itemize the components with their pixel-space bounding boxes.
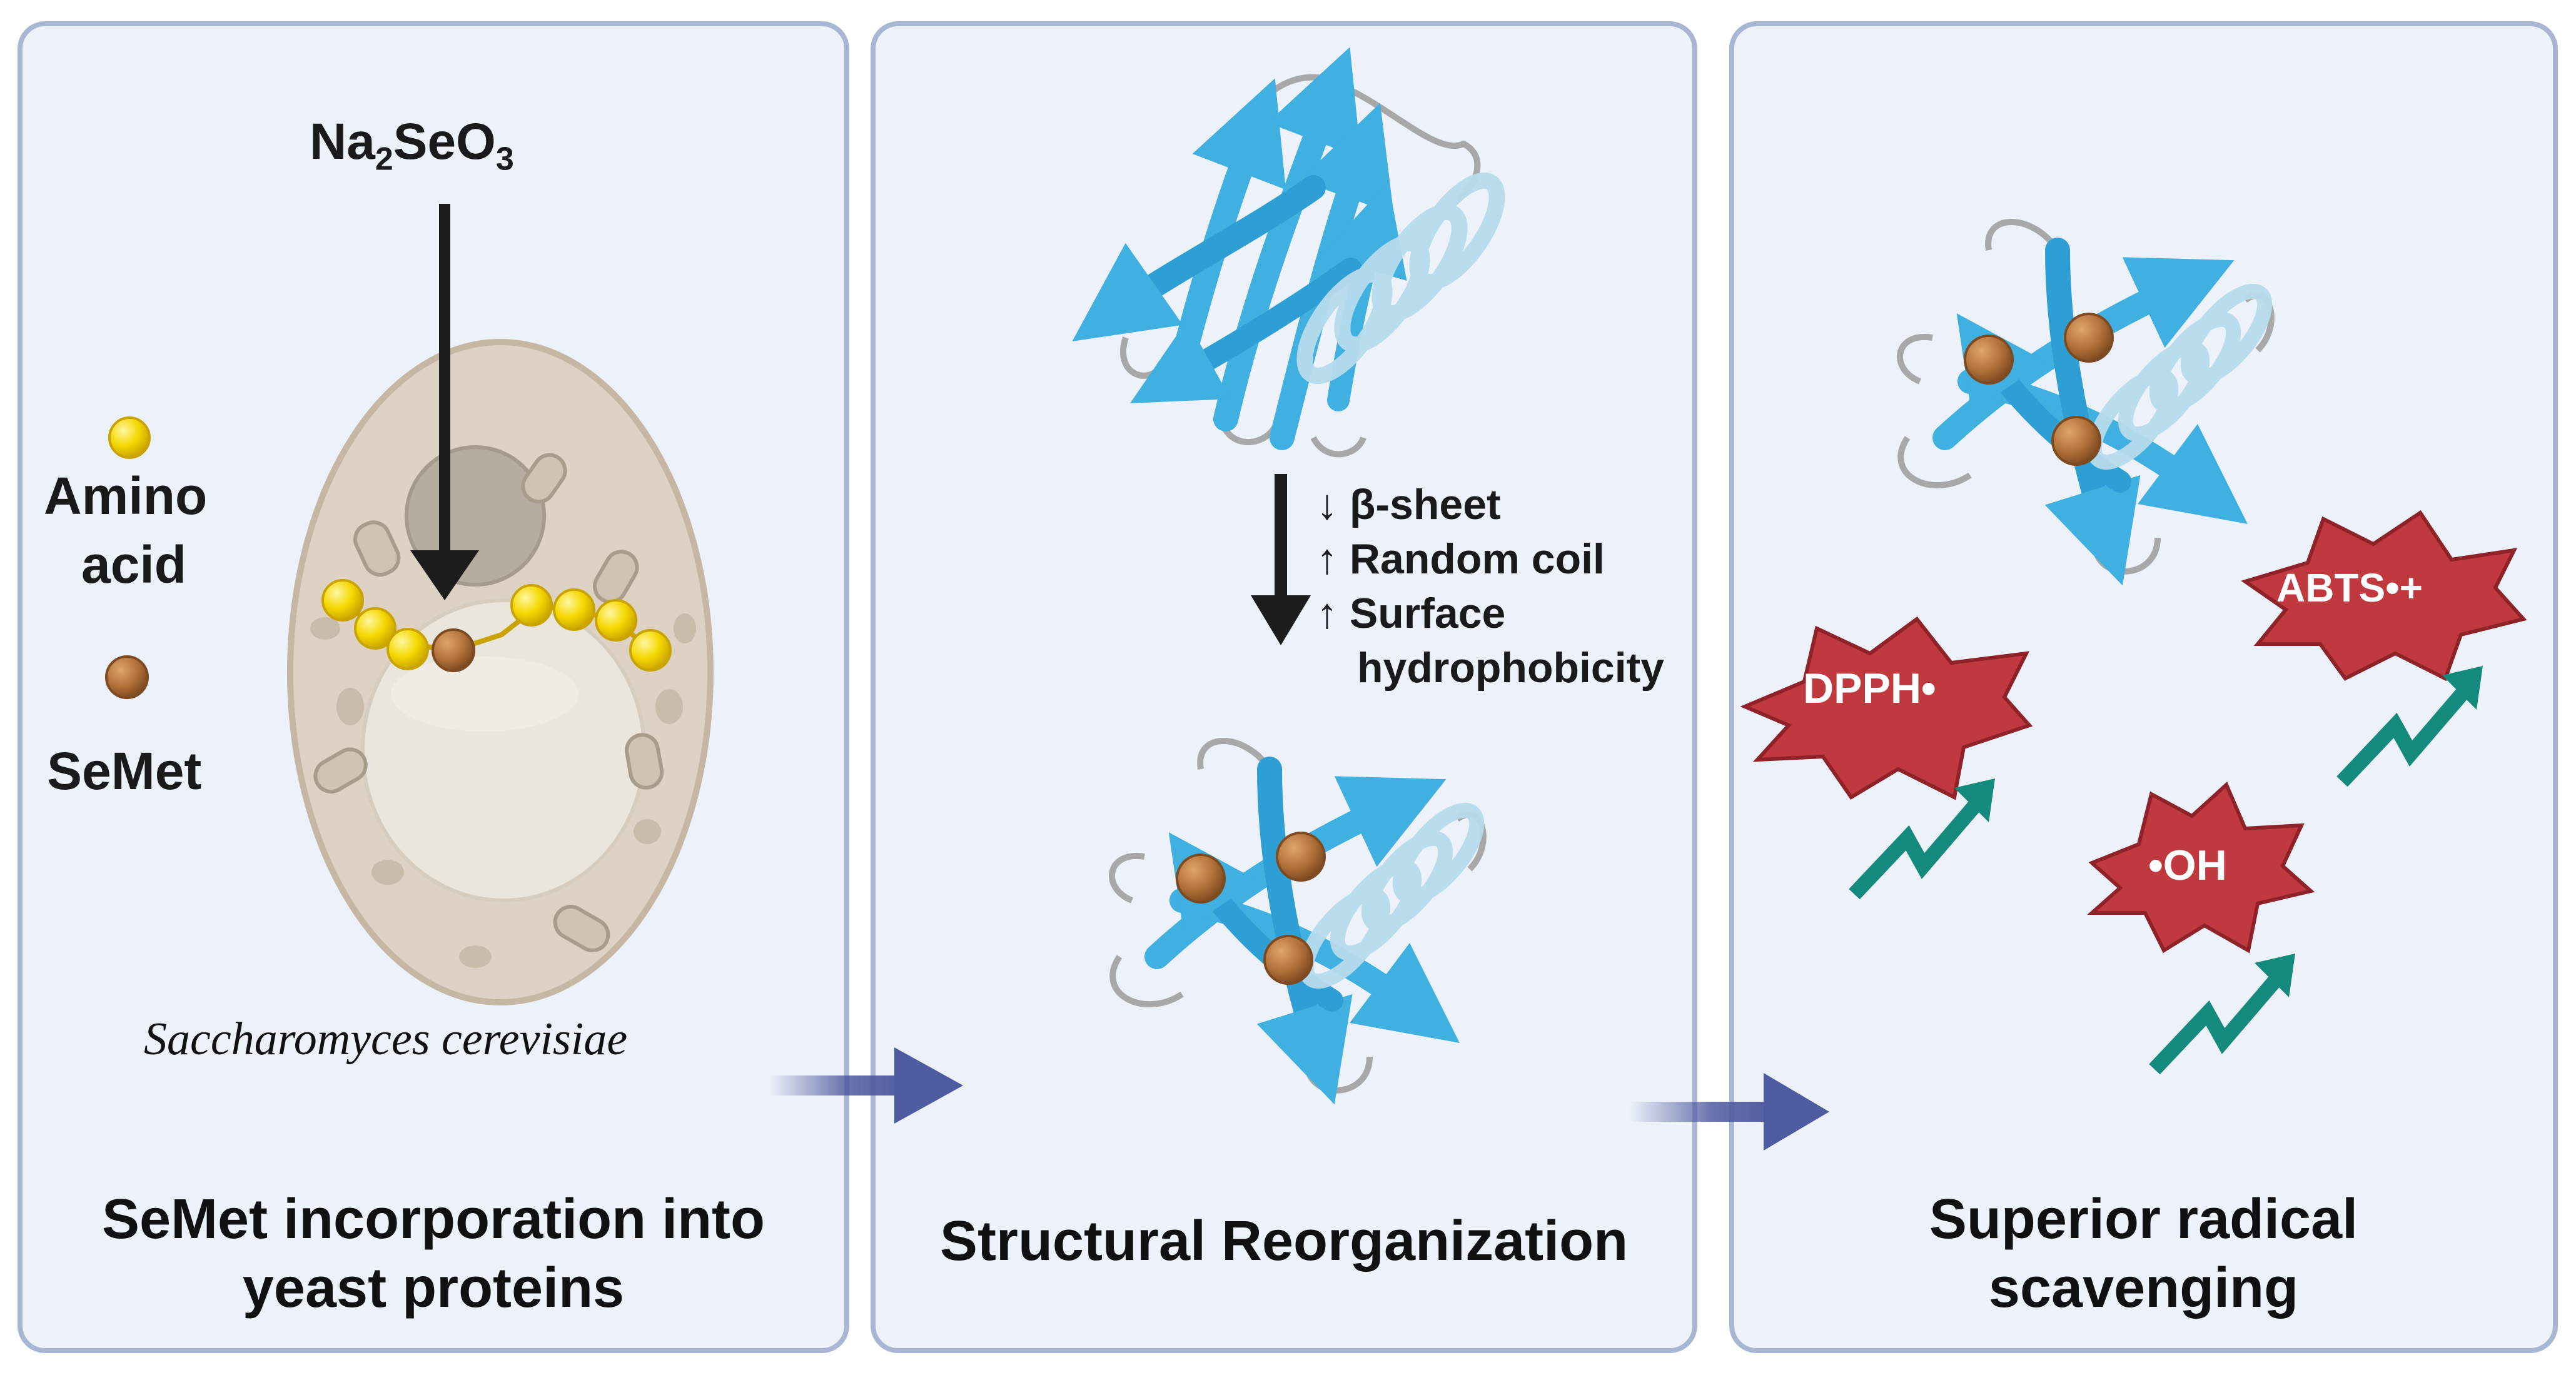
reagent-na: Na xyxy=(310,113,375,170)
legend-semet: SeMet xyxy=(47,742,202,800)
panel-1-caption-line2: yeast proteins xyxy=(242,1257,625,1319)
radical-oh-label: •OH xyxy=(2148,842,2227,889)
legend-semet-ball xyxy=(105,655,149,699)
panel-2-caption: Structural Reorganization xyxy=(939,1210,1629,1272)
legend-amino-line2: acid xyxy=(81,535,187,594)
change-text-surface: Surface xyxy=(1349,590,1506,637)
change-text-coil: Random coil xyxy=(1349,535,1605,583)
change-beta-sheet: ↓ β-sheet xyxy=(1316,480,1501,529)
reagent-sub-2: 2 xyxy=(375,141,393,178)
reagent-sub-3: 3 xyxy=(495,141,514,178)
modified-protein-2 xyxy=(1897,219,2275,586)
trend-head-2 xyxy=(2255,954,2295,997)
trend-arrow-1 xyxy=(1849,795,1986,900)
legend-amino-ball xyxy=(108,416,151,459)
modified-protein xyxy=(1109,738,1487,1105)
radical-abts-label: ABTS•+ xyxy=(2276,565,2423,610)
native-protein xyxy=(1072,47,1505,458)
change-hydrophobicity: hydrophobicity xyxy=(1357,644,1665,692)
panel-3-caption-line2: scavenging xyxy=(1988,1257,2299,1319)
panel-3-caption-line1: Superior radical xyxy=(1929,1188,2358,1251)
change-random-coil: ↑ Random coil xyxy=(1316,535,1605,583)
legend-amino-line1: Amino xyxy=(44,466,208,525)
change-surface: ↑ Surface xyxy=(1316,589,1505,638)
reagent-seo: SeO xyxy=(393,113,496,170)
radical-dpph-label: DPPH• xyxy=(1803,665,1936,712)
trend-head-1 xyxy=(1954,778,1995,822)
panel-1-caption-line1: SeMet incorporation into xyxy=(101,1188,765,1251)
change-arrow-down: ↓ xyxy=(1316,481,1338,528)
flow-arrow-2 xyxy=(1629,1073,1829,1151)
species-name: Saccharomyces cerevisiae xyxy=(144,1014,628,1065)
radical-abts-burst xyxy=(2241,510,2527,682)
trend-arrow-3 xyxy=(2336,683,2473,787)
change-text-beta: β-sheet xyxy=(1349,481,1501,528)
incorporation-arrow xyxy=(410,204,479,600)
radical-oh-burst xyxy=(2087,781,2315,954)
structure-change-arrow xyxy=(1251,474,1311,645)
reagent-label: Na2SeO3 xyxy=(310,113,514,178)
radical-dpph-burst xyxy=(1740,616,2033,800)
yeast-cell xyxy=(287,339,714,1005)
trend-head-3 xyxy=(2442,666,2483,710)
change-arrow-up-1: ↑ xyxy=(1316,535,1338,583)
flow-arrow-1 xyxy=(769,1047,963,1124)
trend-arrow-2 xyxy=(2149,970,2286,1075)
change-arrow-up-2: ↑ xyxy=(1316,590,1338,637)
